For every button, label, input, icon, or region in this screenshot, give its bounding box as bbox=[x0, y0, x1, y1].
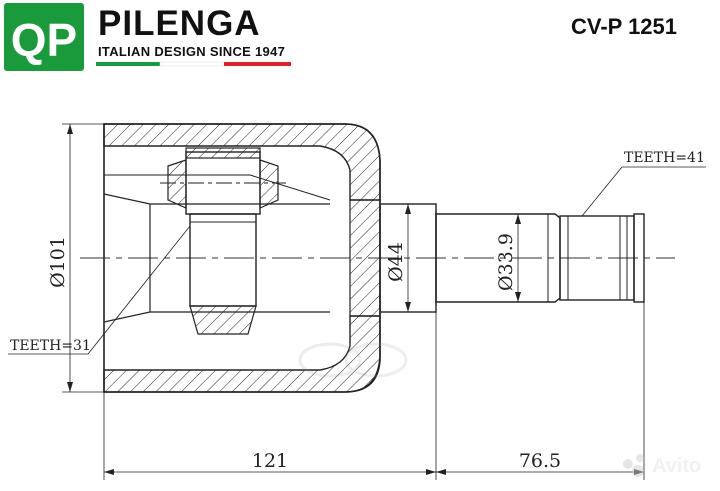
dim-neck-diameter: Ø44 bbox=[385, 204, 411, 312]
pilenga-logo: QP bbox=[4, 3, 84, 71]
dim-housing-diameter: Ø101 bbox=[47, 123, 104, 393]
inner-teeth-label: TEETH=31 bbox=[10, 338, 91, 354]
avito-watermark-text: Avito bbox=[652, 455, 701, 477]
brand-tagline: ITALIAN DESIGN SINCE 1947 bbox=[98, 44, 286, 59]
logo-letters: QP bbox=[11, 14, 77, 66]
dim-lengths: 121 76.5 bbox=[103, 302, 645, 480]
dim-shaft-diameter: Ø33.9 bbox=[495, 214, 521, 302]
outer-teeth-label: TEETH=41 bbox=[624, 150, 705, 166]
shaft bbox=[435, 213, 645, 303]
watermark-avito: Avito bbox=[623, 454, 701, 477]
flag-stripe bbox=[96, 61, 291, 67]
shaft-diameter-label: Ø33.9 bbox=[495, 233, 517, 291]
housing-section bbox=[103, 123, 381, 393]
housing-diameter-label: Ø101 bbox=[47, 236, 69, 288]
part-number: CV-P 1251 bbox=[571, 14, 678, 39]
brand-name: PILENGA bbox=[98, 4, 261, 43]
shaft-length-label: 76.5 bbox=[519, 450, 561, 472]
tripod-spider bbox=[160, 147, 286, 335]
neck-diameter-label: Ø44 bbox=[385, 242, 407, 282]
note-outer-teeth: TEETH=41 bbox=[581, 150, 706, 217]
watermark-auto-logo bbox=[298, 342, 408, 378]
body-length-label: 121 bbox=[252, 450, 288, 472]
note-inner-teeth: TEETH=31 bbox=[8, 225, 191, 355]
